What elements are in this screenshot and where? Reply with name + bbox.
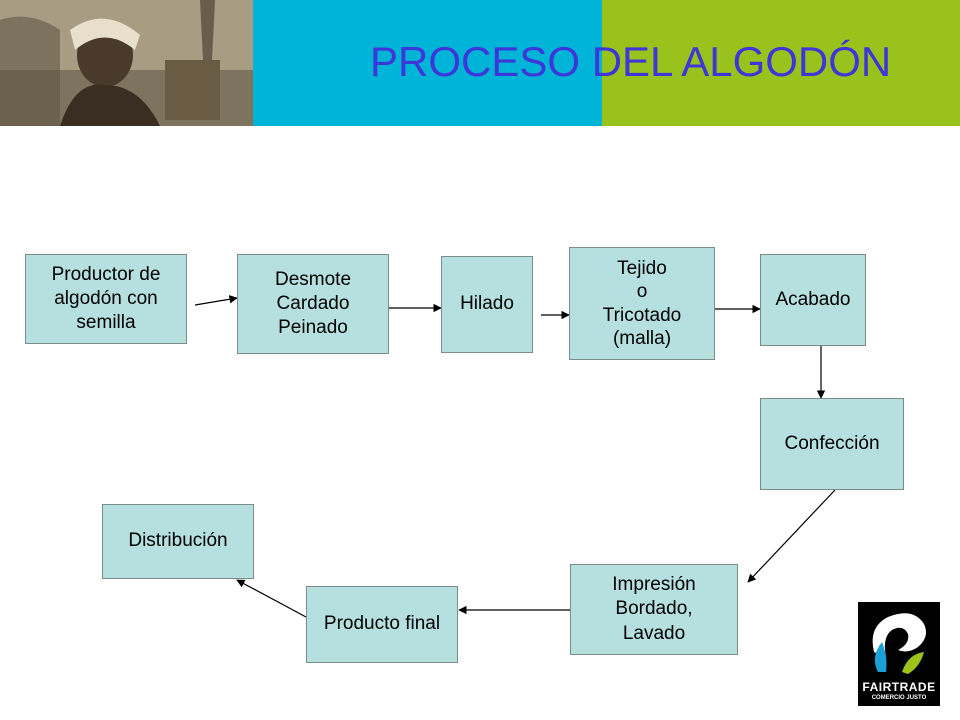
fairtrade-logo-icon: FAIRTRADE COMERCIO JUSTO bbox=[858, 602, 940, 706]
blue-band bbox=[253, 0, 602, 126]
page-title: PROCESO DEL ALGODÓN bbox=[370, 38, 892, 85]
green-band bbox=[602, 0, 960, 126]
node-tejido: Tejido o Tricotado (malla) bbox=[569, 247, 715, 360]
node-producto-final: Producto final bbox=[306, 586, 458, 663]
header-banner: PROCESO DEL ALGODÓN bbox=[0, 0, 960, 126]
node-confeccion: Confección bbox=[760, 398, 904, 490]
node-acabado: Acabado bbox=[760, 254, 866, 346]
node-impresion: Impresión Bordado, Lavado bbox=[570, 564, 738, 655]
arrow-productor-desmote bbox=[194, 295, 238, 306]
logo-text-fairtrade: FAIRTRADE bbox=[862, 680, 936, 694]
node-distribucion: Distribución bbox=[102, 504, 254, 579]
node-productor: Productor de algodón con semilla bbox=[25, 254, 187, 344]
arrow-productofinal-distribucion bbox=[236, 579, 307, 618]
node-hilado: Hilado bbox=[441, 256, 533, 353]
cotton-picker-photo-icon bbox=[0, 0, 253, 126]
logo-text-comercio-justo: COMERCIO JUSTO bbox=[871, 695, 927, 701]
node-desmote: Desmote Cardado Peinado bbox=[237, 254, 389, 354]
arrow-confeccion-impresion bbox=[747, 489, 836, 583]
